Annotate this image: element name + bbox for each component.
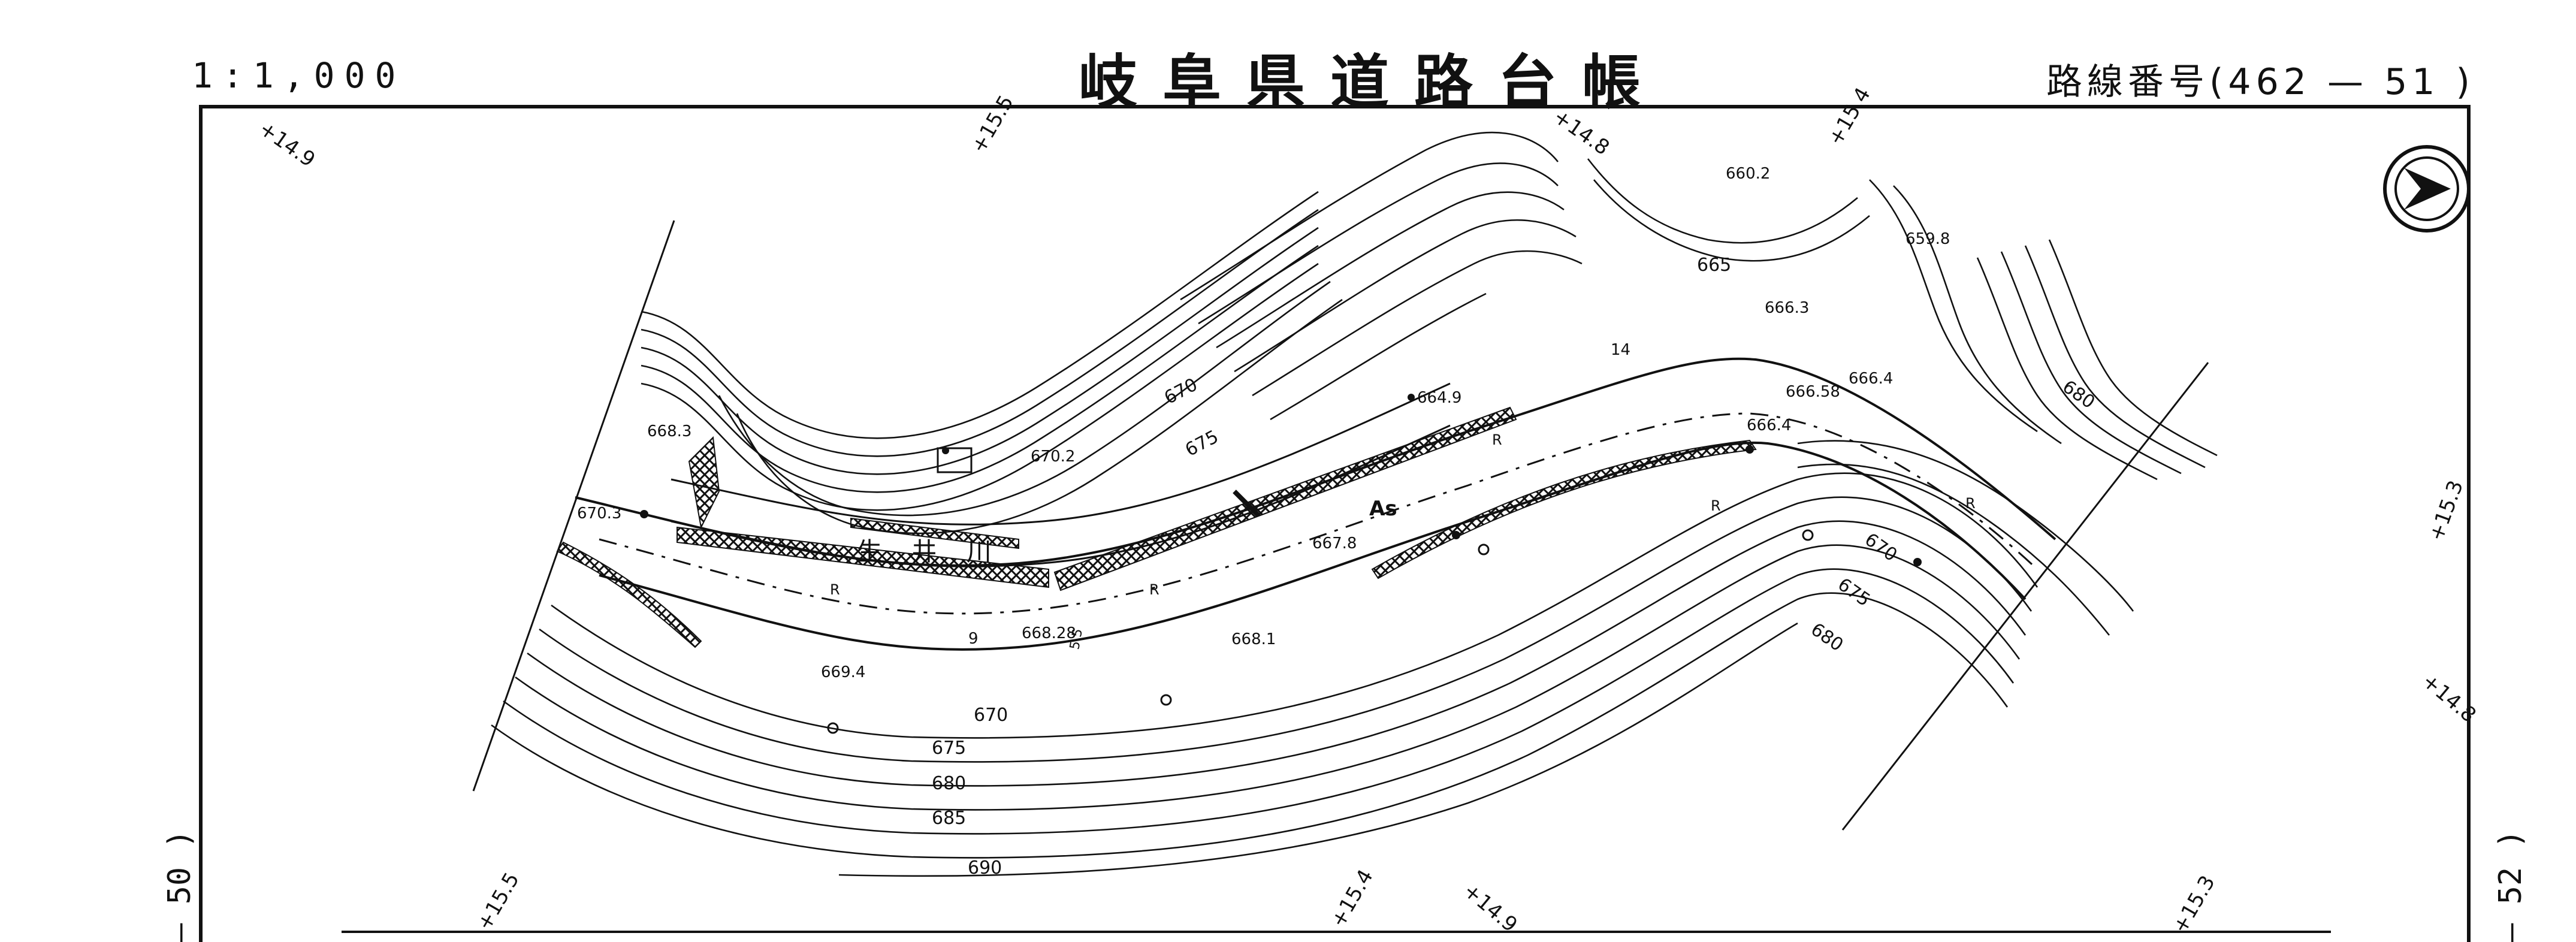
contour-label: 670 bbox=[974, 705, 1008, 726]
contour-label: 670 bbox=[1861, 529, 1901, 566]
map-scale: 1:1,000 bbox=[192, 55, 406, 96]
building-symbol bbox=[937, 447, 973, 473]
spot-height: 669.4 bbox=[821, 663, 865, 681]
contour-label: 680 bbox=[2058, 376, 2098, 413]
road bbox=[575, 357, 2056, 651]
pavement-type: As bbox=[1369, 497, 1397, 521]
spot-height: 666.4 bbox=[1747, 416, 1791, 434]
edge-value: +15.3 bbox=[2424, 477, 2468, 544]
map-frame bbox=[199, 105, 2471, 942]
spot-height: 660.2 bbox=[1726, 165, 1770, 183]
north-arrow-icon bbox=[2383, 145, 2471, 233]
width-label: 5.5 bbox=[1067, 627, 1086, 651]
spot-height: 668.28 bbox=[1022, 624, 1076, 642]
retaining-wall-6 bbox=[688, 436, 720, 530]
contour-label: 675 bbox=[1834, 574, 1874, 611]
edge-value: +15.5 bbox=[967, 91, 1019, 157]
edge-value: +15.3 bbox=[2168, 871, 2220, 937]
mark-r: R bbox=[1492, 431, 1502, 448]
contour-label: 685 bbox=[932, 808, 966, 829]
edge-value: +14.9 bbox=[255, 117, 319, 173]
mark-r: R bbox=[1711, 497, 1721, 514]
flow-arrow bbox=[1233, 490, 1260, 517]
spot-markers bbox=[640, 394, 1922, 566]
spot-height: 666.4 bbox=[1849, 370, 1893, 388]
spot-markers-open bbox=[827, 529, 1814, 734]
spot-height: 670.2 bbox=[1031, 448, 1075, 466]
spot-height: 659.8 bbox=[1905, 230, 1950, 248]
mark-r: R bbox=[1965, 495, 1976, 512]
mark-r: R bbox=[830, 581, 840, 598]
retaining-wall-5 bbox=[556, 541, 702, 648]
sheet-boundary-right bbox=[1841, 362, 2209, 831]
contour-label: 665 bbox=[1697, 255, 1731, 276]
river bbox=[556, 382, 1757, 648]
spot-height: 666.58 bbox=[1786, 383, 1840, 401]
spot-height: 670.3 bbox=[577, 505, 621, 523]
river-name: 生 井 川 bbox=[857, 537, 1002, 566]
mark-r: R bbox=[1149, 581, 1159, 598]
spot-height: 668.1 bbox=[1231, 630, 1276, 648]
spot-height: 664.9 bbox=[1417, 389, 1461, 407]
contours-upper-left bbox=[641, 131, 2218, 535]
edge-value: +14.9 bbox=[1458, 878, 1522, 937]
width-label: 9 bbox=[968, 630, 979, 648]
retaining-wall-1 bbox=[677, 526, 1049, 588]
edge-value: +14.8 bbox=[2417, 669, 2481, 727]
contour-label: 675 bbox=[1182, 426, 1222, 461]
route-number: 路線番号(462 — 51 ) bbox=[2046, 61, 2475, 103]
spot-height: 667.8 bbox=[1312, 535, 1357, 552]
contour-label: 680 bbox=[932, 773, 966, 794]
contour-label: 680 bbox=[1807, 619, 1847, 656]
contour-label: 690 bbox=[968, 858, 1002, 878]
benchmark-number: 14 bbox=[1611, 341, 1630, 359]
spot-height: 666.3 bbox=[1765, 299, 1809, 317]
retaining-wall-3 bbox=[850, 517, 1019, 550]
spot-height: 668.3 bbox=[647, 422, 691, 440]
edge-value: +15.4 bbox=[1326, 865, 1378, 931]
edge-value: +15.5 bbox=[472, 868, 524, 934]
sheet-boundary-left bbox=[472, 220, 675, 792]
retaining-wall-4 bbox=[1371, 439, 1757, 579]
retaining-wall-2 bbox=[1053, 406, 1517, 591]
contour-label: 675 bbox=[932, 738, 966, 759]
contours-lower bbox=[491, 440, 2134, 877]
edge-value: +14.8 bbox=[1549, 105, 1614, 161]
edge-value: +15.4 bbox=[1823, 83, 1876, 149]
